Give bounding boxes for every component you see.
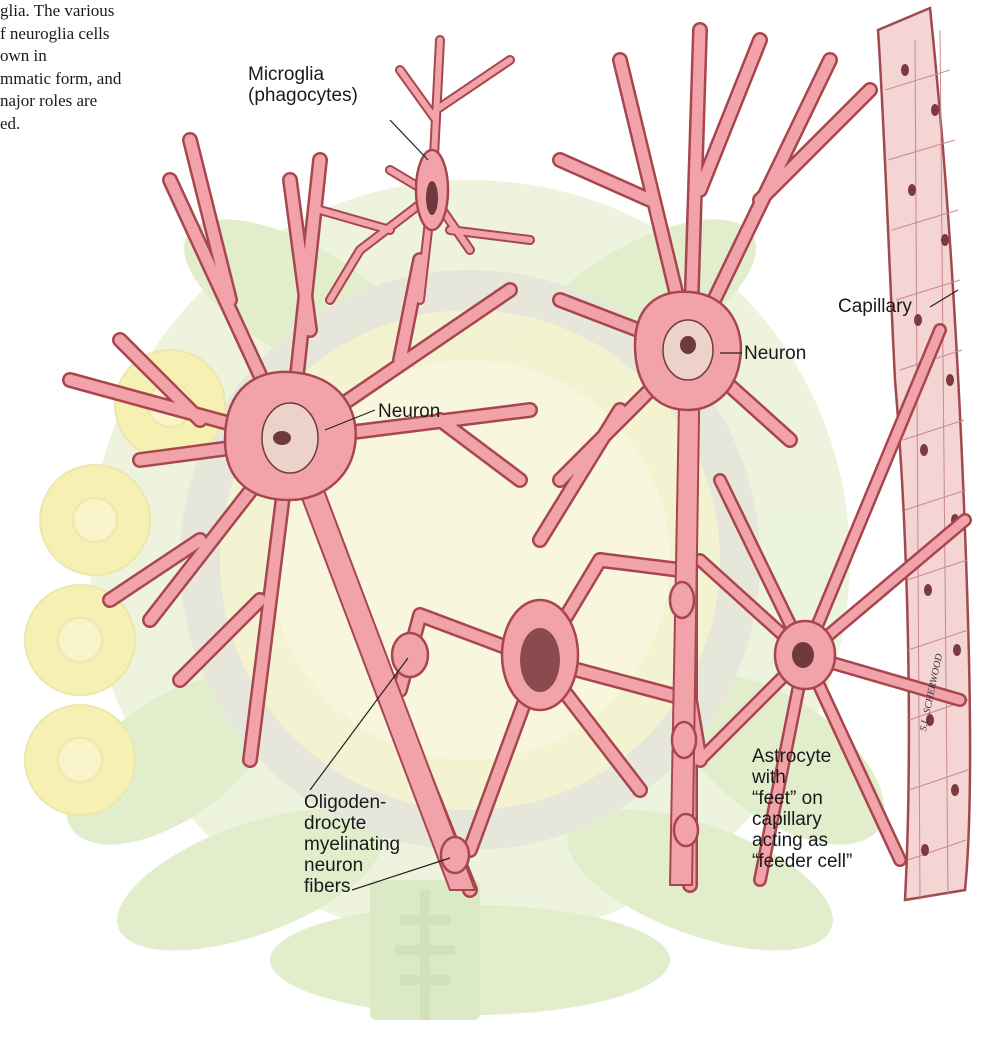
caption-line: mmatic form, and <box>0 68 200 91</box>
label-line: with <box>752 767 852 788</box>
label-line: (phagocytes) <box>248 85 358 106</box>
label-line: Astrocyte <box>752 746 852 767</box>
caption-line: own in <box>0 45 200 68</box>
label-line: fibers <box>304 876 400 897</box>
label-line: Microglia <box>248 64 358 85</box>
figure-caption: glia. The various f neuroglia cells own … <box>0 0 200 135</box>
label-capillary: Capillary <box>838 296 912 317</box>
label-neuron-right: Neuron <box>744 343 806 364</box>
label-neuron-left: Neuron <box>378 401 440 422</box>
caption-line: f neuroglia cells <box>0 23 200 46</box>
label-line: “feeder cell” <box>752 851 852 872</box>
caption-line: glia. The various <box>0 0 200 23</box>
label-line: neuron <box>304 855 400 876</box>
label-line: acting as <box>752 830 852 851</box>
caption-line: najor roles are <box>0 90 200 113</box>
label-line: Oligoden- <box>304 792 400 813</box>
label-line: capillary <box>752 809 852 830</box>
caption-line: ed. <box>0 113 200 136</box>
label-microglia: Microglia (phagocytes) <box>248 64 358 106</box>
label-astrocyte: Astrocyte with “feet” on capillary actin… <box>752 746 852 872</box>
label-line: “feet” on <box>752 788 852 809</box>
label-oligodendrocyte: Oligoden- drocyte myelinating neuron fib… <box>304 792 400 897</box>
label-line: myelinating <box>304 834 400 855</box>
label-line: drocyte <box>304 813 400 834</box>
